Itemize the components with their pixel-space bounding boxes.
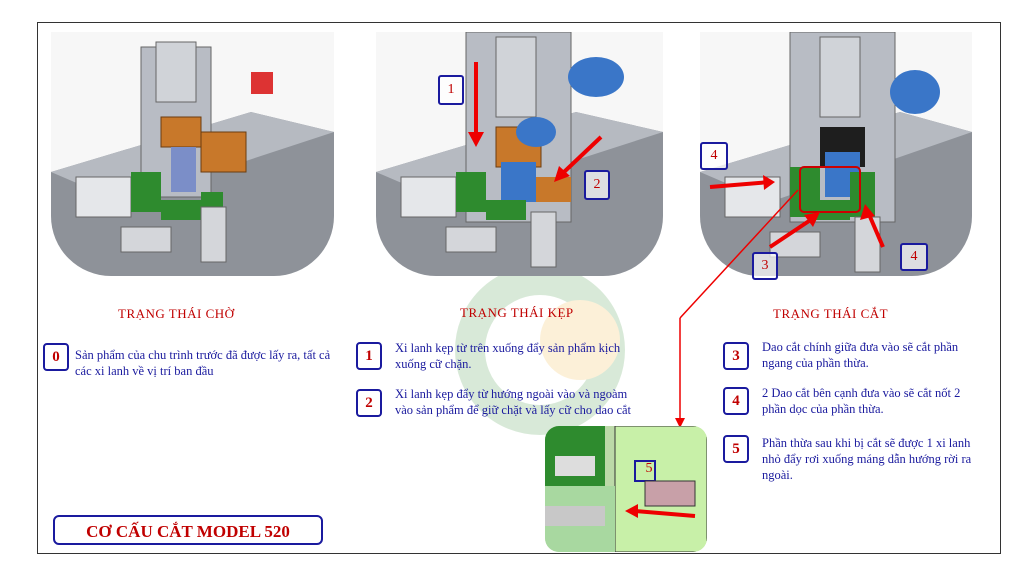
panel-cut-state bbox=[700, 32, 972, 276]
state-title-waiting: TRẠNG THÁI CHỜ bbox=[118, 306, 235, 321]
step-number-3: 3 bbox=[723, 342, 749, 370]
callout-4-right: 4 bbox=[900, 243, 928, 271]
callout-1: 1 bbox=[438, 75, 464, 105]
step-number-1: 1 bbox=[356, 342, 382, 370]
step-number-4: 4 bbox=[723, 387, 749, 415]
panel-waiting-state bbox=[51, 32, 334, 276]
watermark-gear-icon bbox=[455, 265, 625, 435]
state-title-clamp: TRẠNG THÁI KẸP bbox=[460, 305, 574, 320]
step-text-3: Dao cắt chính giữa đưa vào sẽ cắt phần n… bbox=[762, 340, 959, 370]
diagram-frame bbox=[37, 22, 1001, 554]
callout-2: 2 bbox=[584, 170, 610, 200]
step-text-5: Phần thừa sau khi bị cắt sẽ được 1 xi la… bbox=[762, 436, 972, 482]
callout-3: 3 bbox=[752, 252, 778, 280]
callout-5: 5 bbox=[645, 461, 653, 476]
panel-clamp-state bbox=[376, 32, 663, 276]
step-number-2: 2 bbox=[356, 389, 382, 417]
step-number-0: 0 bbox=[43, 343, 69, 371]
step-text-2: Xi lanh kẹp đẩy từ hướng ngoài vào và ng… bbox=[395, 387, 632, 417]
state-title-cut: TRẠNG THÁI CẮT bbox=[773, 306, 889, 321]
step-text-4: 2 Dao cắt bên cạnh đưa vào sẽ cắt nốt 2 … bbox=[762, 386, 961, 416]
diagram-title: CƠ CẤU CẮT MODEL 520 bbox=[53, 515, 323, 545]
detail-panel bbox=[545, 426, 707, 552]
step-number-5: 5 bbox=[723, 435, 749, 463]
callout-4-left: 4 bbox=[700, 142, 728, 170]
step-text-1: Xi lanh kẹp từ trên xuống đẩy sản phẩm k… bbox=[395, 341, 621, 371]
step-text-0: Sản phẩm của chu trình trước đã được lấy… bbox=[75, 348, 331, 378]
